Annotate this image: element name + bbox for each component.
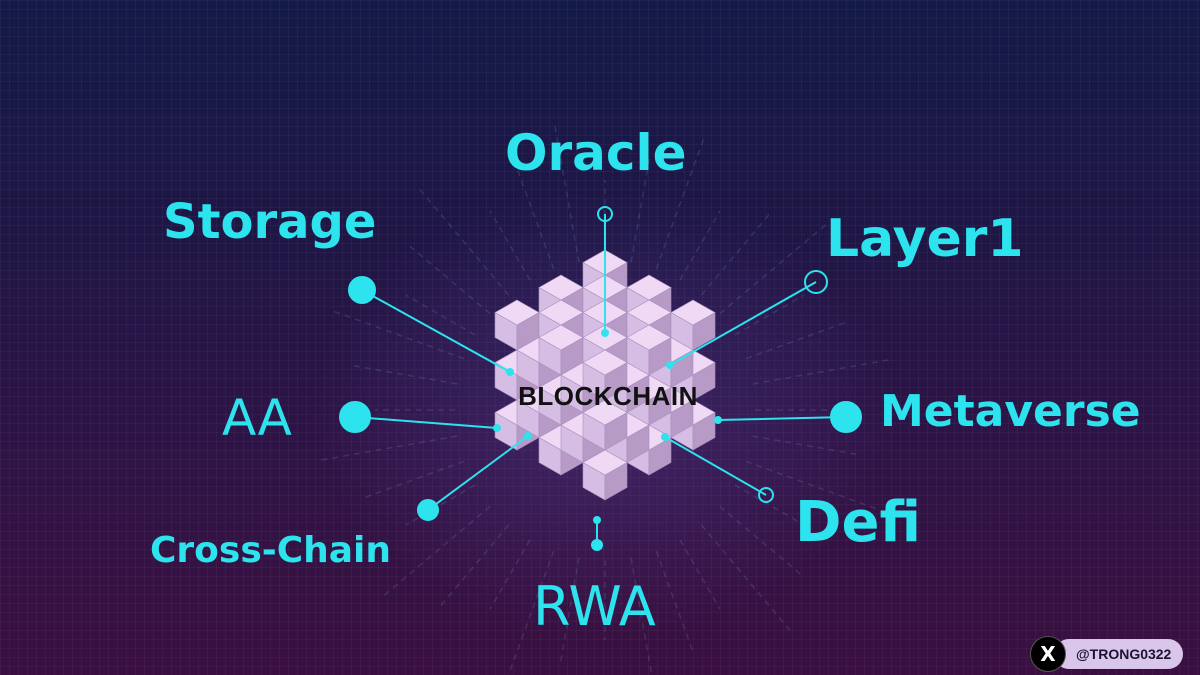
cube-face-top [582, 349, 628, 376]
connector-line [354, 416, 498, 429]
cube-face-top [582, 399, 628, 426]
node-label-defi: Defi [795, 490, 921, 555]
background-ray [745, 460, 878, 510]
background-ray [679, 210, 721, 281]
background-ray [655, 550, 695, 655]
background-ray [745, 320, 850, 360]
background-ray [630, 153, 651, 263]
connector-inner-dot [661, 433, 669, 441]
cube-block [582, 349, 628, 401]
background-ray [700, 210, 773, 296]
author-handle: @TRONG0322 [1054, 639, 1184, 669]
node-label-oracle: Oracle [505, 124, 687, 182]
author-handle-badge[interactable]: X @TRONG0322 [1030, 636, 1184, 672]
background-ray [405, 484, 476, 526]
cube-face-top [582, 449, 628, 476]
background-ray [360, 460, 465, 500]
background-ray [332, 310, 465, 360]
background-ray [515, 165, 555, 270]
background-rays [319, 124, 891, 675]
background-ray [418, 187, 510, 296]
node-dot-filled [417, 499, 439, 521]
connector-defi [661, 433, 774, 503]
connector-inner-dot [524, 432, 532, 440]
background-ray [319, 435, 458, 462]
x-logo-icon: X [1030, 636, 1066, 672]
background-ray [655, 137, 705, 270]
node-dot-filled [591, 539, 603, 551]
background-ray [507, 550, 555, 675]
background-ray [752, 358, 891, 385]
background-ray [405, 242, 491, 315]
background-ray [348, 364, 458, 385]
connector-inner-dot [666, 361, 674, 369]
node-dot-filled [339, 401, 371, 433]
connector-line [427, 435, 529, 511]
cube-face-top [626, 324, 672, 351]
node-dot-filled [348, 276, 376, 304]
background-ray [734, 484, 805, 526]
node-dot-ring [758, 487, 774, 503]
background-ray [734, 294, 805, 336]
connector-line [361, 289, 511, 373]
connector-line [717, 416, 847, 421]
background-ray [559, 557, 580, 667]
node-label-layer1: Layer1 [826, 209, 1024, 269]
background-ray [489, 210, 531, 281]
center-label-blockchain: BLOCKCHAIN [518, 381, 698, 411]
cube-face-top [538, 324, 584, 351]
connector-lines [339, 206, 862, 551]
connector-oracle [597, 206, 613, 337]
connector-storage [348, 276, 514, 376]
background-ray [719, 505, 805, 578]
background-ray [630, 557, 653, 675]
connector-line [664, 436, 767, 496]
background-ray [679, 539, 721, 610]
cube-block [626, 324, 672, 376]
node-label-rwa: RWA [533, 575, 656, 638]
cube-block [582, 449, 628, 501]
background-ray [700, 524, 792, 633]
connector-inner-dot [601, 329, 609, 337]
background-ray [489, 539, 531, 610]
connector-layer1 [666, 270, 828, 369]
node-label-metaverse: Metaverse [880, 386, 1141, 437]
connector-aa [339, 401, 501, 433]
connector-rwa [591, 516, 603, 551]
cube-face-top [670, 299, 716, 326]
connector-cross-chain [417, 432, 532, 521]
node-dot-ring [804, 270, 828, 294]
background-ray [719, 223, 828, 315]
background-ray [752, 435, 862, 456]
connector-inner-dot [506, 368, 514, 376]
node-label-aa: AA [222, 389, 292, 447]
background-ray [382, 505, 491, 597]
connector-metaverse [714, 401, 862, 433]
node-dot-ring [597, 206, 613, 222]
connector-inner-dot [493, 424, 501, 432]
background-ray [405, 294, 476, 336]
node-dot-filled [830, 401, 862, 433]
connector-inner-dot [593, 516, 601, 524]
connector-inner-dot [714, 416, 722, 424]
node-label-cross-chain: Cross-Chain [150, 530, 392, 571]
background-ray [437, 524, 510, 610]
node-label-storage: Storage [163, 194, 377, 250]
connector-line [669, 281, 817, 366]
cube-face-top [494, 299, 540, 326]
background-ray [553, 124, 580, 263]
